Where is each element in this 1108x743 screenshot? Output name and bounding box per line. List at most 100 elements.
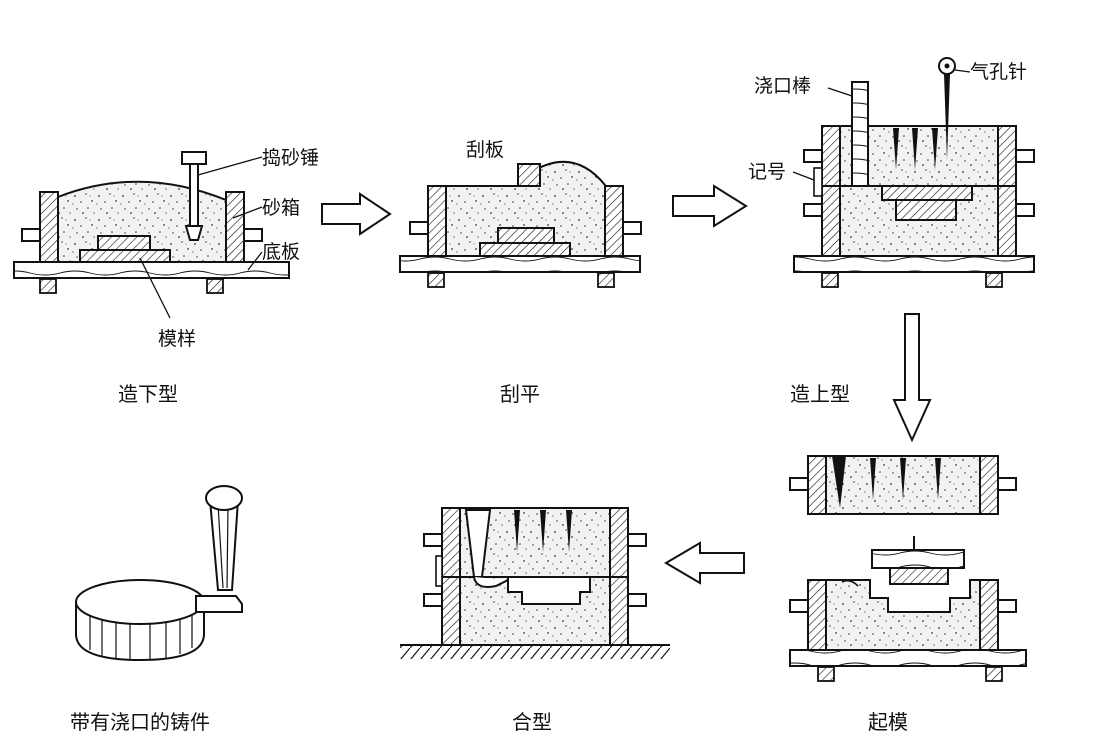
pouring-basin xyxy=(205,485,243,511)
caption-step2: 刮平 xyxy=(500,382,540,406)
flask-wall-right xyxy=(604,185,624,257)
vent-hole xyxy=(935,458,941,500)
label-flask: 砂箱 xyxy=(262,197,300,219)
vent-hole xyxy=(912,128,918,170)
board-foot-right xyxy=(985,666,1003,682)
board-foot-left xyxy=(39,278,57,294)
flask-handle xyxy=(997,477,1017,491)
leader-flask xyxy=(232,206,263,219)
mold-cavity xyxy=(507,576,591,605)
rammer-shaft xyxy=(189,163,199,227)
label-sprue-pin: 浇口棒 xyxy=(754,75,811,97)
flask-handle xyxy=(1015,149,1035,163)
board-foot-right xyxy=(597,272,615,288)
flask-handle xyxy=(789,477,809,491)
pattern-base xyxy=(895,199,957,221)
strickle-bar xyxy=(517,163,541,187)
vent-pin-eye xyxy=(944,63,950,69)
rammer-head xyxy=(184,225,204,241)
vent-hole xyxy=(514,510,520,552)
caption-step3: 造上型 xyxy=(790,382,850,406)
rammer-handle xyxy=(181,151,207,165)
label-pattern: 模样 xyxy=(158,328,196,350)
vent-hole xyxy=(540,510,546,552)
flask-wall-right xyxy=(979,579,999,651)
casting-body-top xyxy=(75,579,205,625)
pattern xyxy=(889,567,949,585)
flask-handle xyxy=(803,149,823,163)
flask-handle xyxy=(423,533,443,547)
flask-handle xyxy=(423,593,443,607)
step-casting-with-sprue: 带有浇口的铸件 xyxy=(70,485,243,734)
alignment-mark xyxy=(435,555,443,587)
flask-handle xyxy=(803,203,823,217)
down-arrow xyxy=(892,313,932,443)
runner xyxy=(473,576,509,588)
alignment-mark xyxy=(813,167,823,197)
board-foot-right xyxy=(985,272,1003,288)
step-draw-pattern: 起模 xyxy=(789,455,1027,734)
caption-step6: 带有浇口的铸件 xyxy=(70,710,210,734)
flask-handle xyxy=(997,599,1017,613)
flask-wall-left xyxy=(807,455,827,515)
label-rammer: 捣砂锤 xyxy=(262,147,319,169)
bottom-board xyxy=(399,255,641,273)
right-arrow xyxy=(321,192,392,236)
flask-wall-left xyxy=(821,125,841,257)
caption-step5: 合型 xyxy=(512,710,552,734)
caption-step1: 造下型 xyxy=(118,382,178,406)
left-arrow xyxy=(664,541,745,585)
sprue-shading xyxy=(217,503,229,589)
label-bottom-board: 底板 xyxy=(262,241,300,263)
leader-rammer xyxy=(197,156,263,176)
sprue xyxy=(208,499,240,591)
pattern-top xyxy=(97,235,151,251)
lifting-board xyxy=(871,549,965,569)
flask-wall-left xyxy=(427,185,447,257)
step-mold-upper: 浇口棒 气孔针 记号 造上型 xyxy=(748,57,1035,406)
flask-handle-left xyxy=(21,228,41,242)
vent-hole xyxy=(566,510,572,552)
sprue-pin xyxy=(851,81,869,187)
flask-wall-right xyxy=(997,125,1017,257)
vent-pin xyxy=(944,74,950,160)
pattern-top xyxy=(497,227,555,244)
vent-hole xyxy=(932,128,938,170)
leader-mark xyxy=(792,171,815,181)
board-foot-right xyxy=(206,278,224,294)
flask-wall-right xyxy=(979,455,999,515)
pattern-base xyxy=(79,249,171,263)
flask-handle-right xyxy=(622,221,642,235)
flask-handle xyxy=(627,533,647,547)
step-close-mold: 合型 xyxy=(400,507,670,734)
bottom-board xyxy=(793,255,1035,273)
label-vent-pin: 气孔针 xyxy=(970,61,1027,83)
board-foot-left xyxy=(427,272,445,288)
leader-pattern xyxy=(139,257,171,319)
flask-wall-left xyxy=(39,191,59,263)
board-foot-left xyxy=(817,666,835,682)
bottom-board xyxy=(13,261,290,279)
flask-handle xyxy=(1015,203,1035,217)
sprue-hole xyxy=(832,456,846,508)
label-strickle: 刮板 xyxy=(466,139,504,161)
step-strike-off: 刮板 刮平 xyxy=(399,139,642,406)
flask-handle xyxy=(789,599,809,613)
pattern-base xyxy=(479,242,571,257)
leader-bottom-board xyxy=(247,251,263,271)
leader-vent-pin xyxy=(954,69,971,73)
drag-sand xyxy=(825,579,981,651)
ground-hatch xyxy=(400,645,670,659)
vent-hole xyxy=(893,128,899,170)
board-foot-left xyxy=(821,272,839,288)
label-mark: 记号 xyxy=(748,161,786,183)
step-mold-lower: 捣砂锤 砂箱 底板 模样 造下型 xyxy=(13,147,319,406)
flask-handle-right xyxy=(243,228,263,242)
bottom-board xyxy=(789,649,1027,667)
leader-sprue-pin xyxy=(827,87,853,97)
flask-wall-left xyxy=(807,579,827,651)
flask-handle xyxy=(627,593,647,607)
runner xyxy=(195,595,243,613)
